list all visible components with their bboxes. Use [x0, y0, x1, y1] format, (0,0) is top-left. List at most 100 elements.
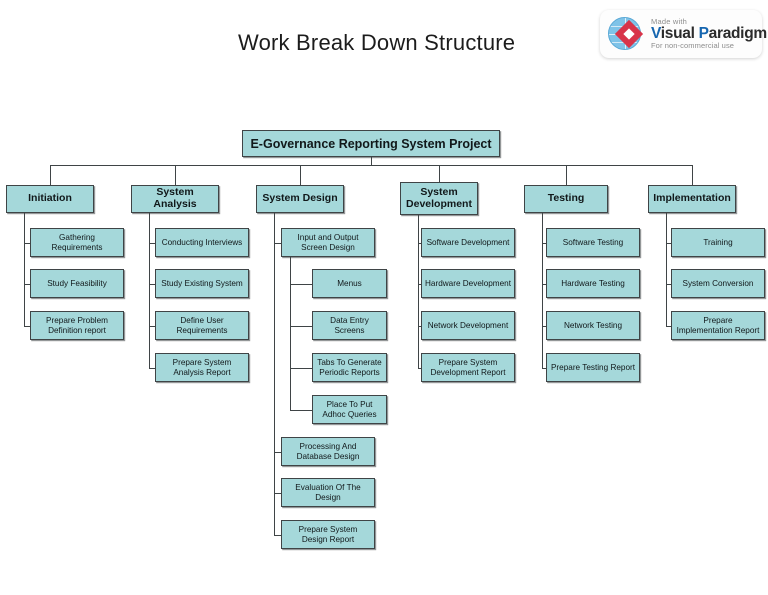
connector-child-elbow	[542, 367, 546, 369]
node-label: Network Testing	[563, 320, 623, 330]
wbs-task-system-conversion[interactable]: System Conversion	[671, 269, 765, 298]
watermark-brand-aradigm: aradigm	[708, 24, 768, 42]
connector-child-elbow	[24, 325, 30, 327]
connector-child-elbow	[542, 242, 546, 244]
wbs-task-network-development[interactable]: Network Development	[421, 311, 515, 340]
connector-child-elbow	[149, 242, 155, 244]
watermark-brand-name: Visual Paradigm	[651, 24, 768, 42]
connector-root-stem	[371, 157, 373, 165]
wbs-task-processing-and-database-design[interactable]: Processing And Database Design	[281, 437, 375, 466]
wbs-task-input-and-output-screen-design[interactable]: Input and Output Screen Design	[281, 228, 375, 257]
node-label: System Conversion	[682, 278, 754, 288]
connector-child-elbow	[149, 367, 155, 369]
node-label: Study Existing System	[161, 278, 243, 288]
wbs-task-prepare-testing-report[interactable]: Prepare Testing Report	[546, 353, 640, 382]
connector-child-elbow	[274, 451, 281, 453]
node-label: Implementation	[653, 192, 731, 205]
connector-branch-stem	[175, 165, 177, 185]
connector-branch-trunk	[24, 213, 26, 326]
connector-subtask-elbow	[290, 325, 312, 327]
wbs-subtask-place-to-put-adhoc-queries[interactable]: Place To Put Adhoc Queries	[312, 395, 387, 424]
wbs-task-define-user-requirements[interactable]: Define User Requirements	[155, 311, 249, 340]
connector-child-elbow	[274, 534, 281, 536]
connector-child-elbow	[149, 283, 155, 285]
wbs-task-prepare-system-design-report[interactable]: Prepare System Design Report	[281, 520, 375, 549]
connector-branch-trunk	[666, 213, 668, 326]
connector-child-elbow	[666, 283, 671, 285]
wbs-branch-system-analysis[interactable]: System Analysis	[131, 185, 219, 213]
node-label: Network Development	[427, 320, 509, 330]
wbs-task-study-existing-system[interactable]: Study Existing System	[155, 269, 249, 298]
node-label: Prepare System Design Report	[298, 525, 358, 544]
wbs-branch-system-development[interactable]: System Development	[400, 182, 478, 215]
connector-branch-stem	[566, 165, 568, 185]
watermark-brand-p: P	[698, 24, 709, 42]
connector-branch-trunk	[274, 213, 276, 535]
node-label: Hardware Development	[425, 278, 512, 288]
watermark-made-with-label: Made with	[651, 16, 687, 26]
wbs-task-evaluation-of-the-design[interactable]: Evaluation Of The Design	[281, 478, 375, 507]
connector-branch-stem	[692, 165, 694, 185]
connector-child-elbow	[274, 242, 281, 244]
wbs-task-prepare-problem-definition-report[interactable]: Prepare Problem Definition report	[30, 311, 124, 340]
wbs-subtask-tabs-to-generate-periodic-reports[interactable]: Tabs To Generate Periodic Reports	[312, 353, 387, 382]
connector-branch-trunk	[418, 215, 420, 368]
wbs-task-conducting-interviews[interactable]: Conducting Interviews	[155, 228, 249, 257]
page-title: Work Break Down Structure	[238, 30, 516, 55]
connector-child-elbow	[542, 325, 546, 327]
node-label: System Analysis	[153, 186, 197, 210]
wbs-task-software-testing[interactable]: Software Testing	[546, 228, 640, 257]
node-label: Study Feasibility	[47, 278, 107, 288]
connector-subtask-elbow	[290, 283, 312, 285]
connector-level1-bus	[50, 165, 692, 167]
wbs-task-network-testing[interactable]: Network Testing	[546, 311, 640, 340]
node-label: System Development	[406, 185, 472, 210]
watermark-brand-isual: isual	[660, 24, 699, 42]
node-label: System Design	[262, 192, 338, 205]
node-label: Testing	[547, 192, 585, 205]
wbs-branch-testing[interactable]: Testing	[524, 185, 608, 213]
connector-child-elbow	[274, 492, 281, 494]
node-label: Data Entry Screens	[330, 316, 369, 335]
wbs-root-e-governance-reporting-system-project[interactable]: E-Governance Reporting System Project	[242, 130, 500, 157]
watermark-brand-v: V	[651, 24, 661, 42]
connector-child-elbow	[418, 242, 421, 244]
connector-child-elbow	[542, 283, 546, 285]
node-label: Evaluation Of The Design	[295, 483, 361, 502]
connector-child-elbow	[24, 242, 30, 244]
wbs-branch-system-design[interactable]: System Design	[256, 185, 344, 213]
node-label: Hardware Testing	[561, 278, 625, 288]
wbs-branch-implementation[interactable]: Implementation	[648, 185, 736, 213]
connector-child-elbow	[666, 242, 671, 244]
visual-paradigm-globe-diamond-icon	[608, 15, 646, 53]
visual-paradigm-watermark: Made with Visual Paradigm For non-commer…	[600, 10, 767, 58]
node-label: Conducting Interviews	[161, 237, 243, 247]
node-label: E-Governance Reporting System Project	[250, 136, 492, 151]
wbs-branch-initiation[interactable]: Initiation	[6, 185, 94, 213]
connector-branch-stem	[50, 165, 52, 185]
connector-subtask-trunk	[290, 257, 292, 410]
connector-subtask-elbow	[290, 367, 312, 369]
wbs-task-hardware-testing[interactable]: Hardware Testing	[546, 269, 640, 298]
node-label: Tabs To Generate Periodic Reports	[317, 358, 382, 377]
watermark-license-label: For non-commercial use	[651, 41, 735, 51]
wbs-task-training[interactable]: Training	[671, 228, 765, 257]
wbs-task-study-feasibility[interactable]: Study Feasibility	[30, 269, 124, 298]
node-label: Initiation	[28, 192, 72, 205]
connector-child-elbow	[418, 283, 421, 285]
node-label: Input and Output Screen Design	[297, 233, 359, 252]
wbs-task-prepare-system-analysis-report[interactable]: Prepare System Analysis Report	[155, 353, 249, 382]
wbs-subtask-menus[interactable]: Menus	[312, 269, 387, 298]
connector-child-elbow	[24, 283, 30, 285]
wbs-subtask-data-entry-screens[interactable]: Data Entry Screens	[312, 311, 387, 340]
connector-child-elbow	[418, 367, 421, 369]
wbs-task-hardware-development[interactable]: Hardware Development	[421, 269, 515, 298]
node-label: Training	[703, 237, 733, 247]
node-label: Define User Requirements	[176, 316, 228, 335]
node-label: Software Testing	[562, 237, 624, 247]
wbs-task-software-development[interactable]: Software Development	[421, 228, 515, 257]
node-label: Prepare Implementation Report	[676, 316, 760, 335]
wbs-task-prepare-system-development-report[interactable]: Prepare System Development Report	[421, 353, 515, 382]
wbs-task-gathering-requirements[interactable]: Gathering Requirements	[30, 228, 124, 257]
wbs-task-prepare-implementation-report[interactable]: Prepare Implementation Report	[671, 311, 765, 340]
